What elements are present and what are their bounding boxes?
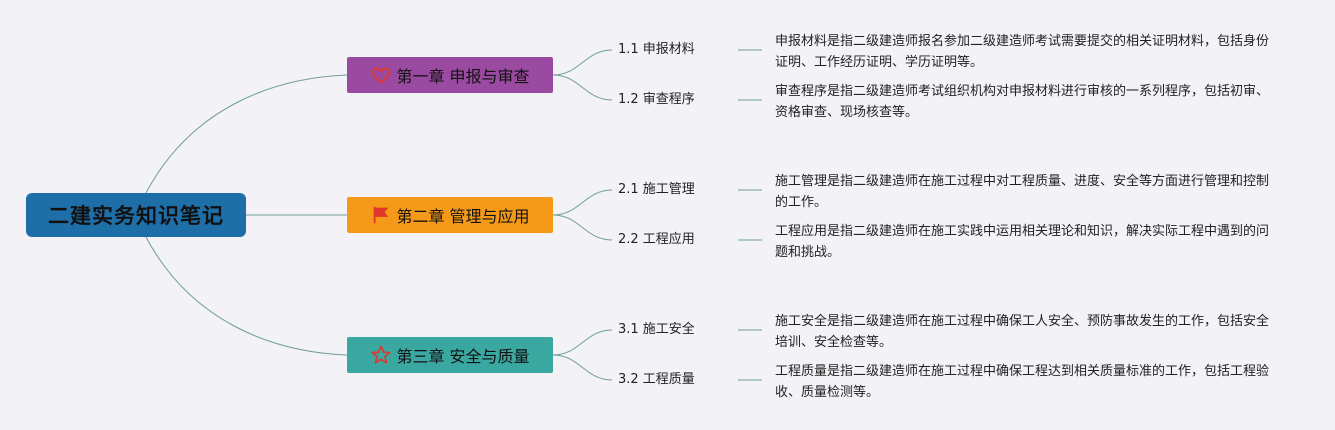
chapter-2-to-sub-2-line	[552, 214, 613, 241]
chapter-3-to-sub-2-line	[552, 354, 613, 381]
description-3-2[interactable]: 工程质量是指二级建造师在施工过程中确保工程达到相关质量标准的工作，包括工程验收、…	[775, 364, 1270, 400]
chapter-1-label: 第一章 申报与审查	[396, 67, 530, 86]
subtopic-2-2[interactable]: 2.2 工程应用	[618, 232, 695, 247]
chapter-3-node[interactable]: 第三章 安全与质量	[347, 337, 553, 373]
chapter-1-to-sub-2-line	[552, 74, 613, 101]
subtopic-1-2[interactable]: 1.2 审查程序	[618, 92, 695, 107]
subtopic-1-1[interactable]: 1.1 申报材料	[618, 42, 695, 57]
root-node[interactable]: 二建实务知识笔记	[26, 193, 246, 237]
description-2-2[interactable]: 工程应用是指二级建造师在施工实践中运用相关理论和知识，解决实际工程中遇到的问题和…	[775, 224, 1270, 260]
description-1-1[interactable]: 申报材料是指二级建造师报名参加二级建造师考试需要提交的相关证明材料，包括身份证明…	[775, 34, 1270, 70]
star-icon	[370, 344, 392, 366]
flag-icon	[370, 204, 392, 226]
chapter-2-label: 第二章 管理与应用	[396, 207, 530, 226]
subtopic-2-1[interactable]: 2.1 施工管理	[618, 182, 695, 197]
chapter-3-label: 第三章 安全与质量	[396, 347, 530, 366]
description-2-1[interactable]: 施工管理是指二级建造师在施工过程中对工程质量、进度、安全等方面进行管理和控制的工…	[775, 174, 1270, 210]
chapter-1-to-sub-1-line	[552, 49, 613, 76]
subtopic-3-2[interactable]: 3.2 工程质量	[618, 372, 695, 387]
root-to-chapter-1-line	[145, 74, 348, 194]
description-1-2[interactable]: 审查程序是指二级建造师考试组织机构对申报材料进行审核的一系列程序，包括初审、资格…	[775, 84, 1270, 120]
heart-icon	[370, 64, 392, 86]
chapter-2-node[interactable]: 第二章 管理与应用	[347, 197, 553, 233]
chapter-1-node[interactable]: 第一章 申报与审查	[347, 57, 553, 93]
subtopic-3-1[interactable]: 3.1 施工安全	[618, 322, 695, 337]
root-to-chapter-3-line	[145, 236, 348, 356]
chapter-2-to-sub-1-line	[552, 189, 613, 216]
chapter-3-to-sub-1-line	[552, 329, 613, 356]
root-node-label: 二建实务知识笔记	[48, 204, 224, 228]
description-3-1[interactable]: 施工安全是指二级建造师在施工过程中确保工人安全、预防事故发生的工作，包括安全培训…	[775, 314, 1270, 350]
